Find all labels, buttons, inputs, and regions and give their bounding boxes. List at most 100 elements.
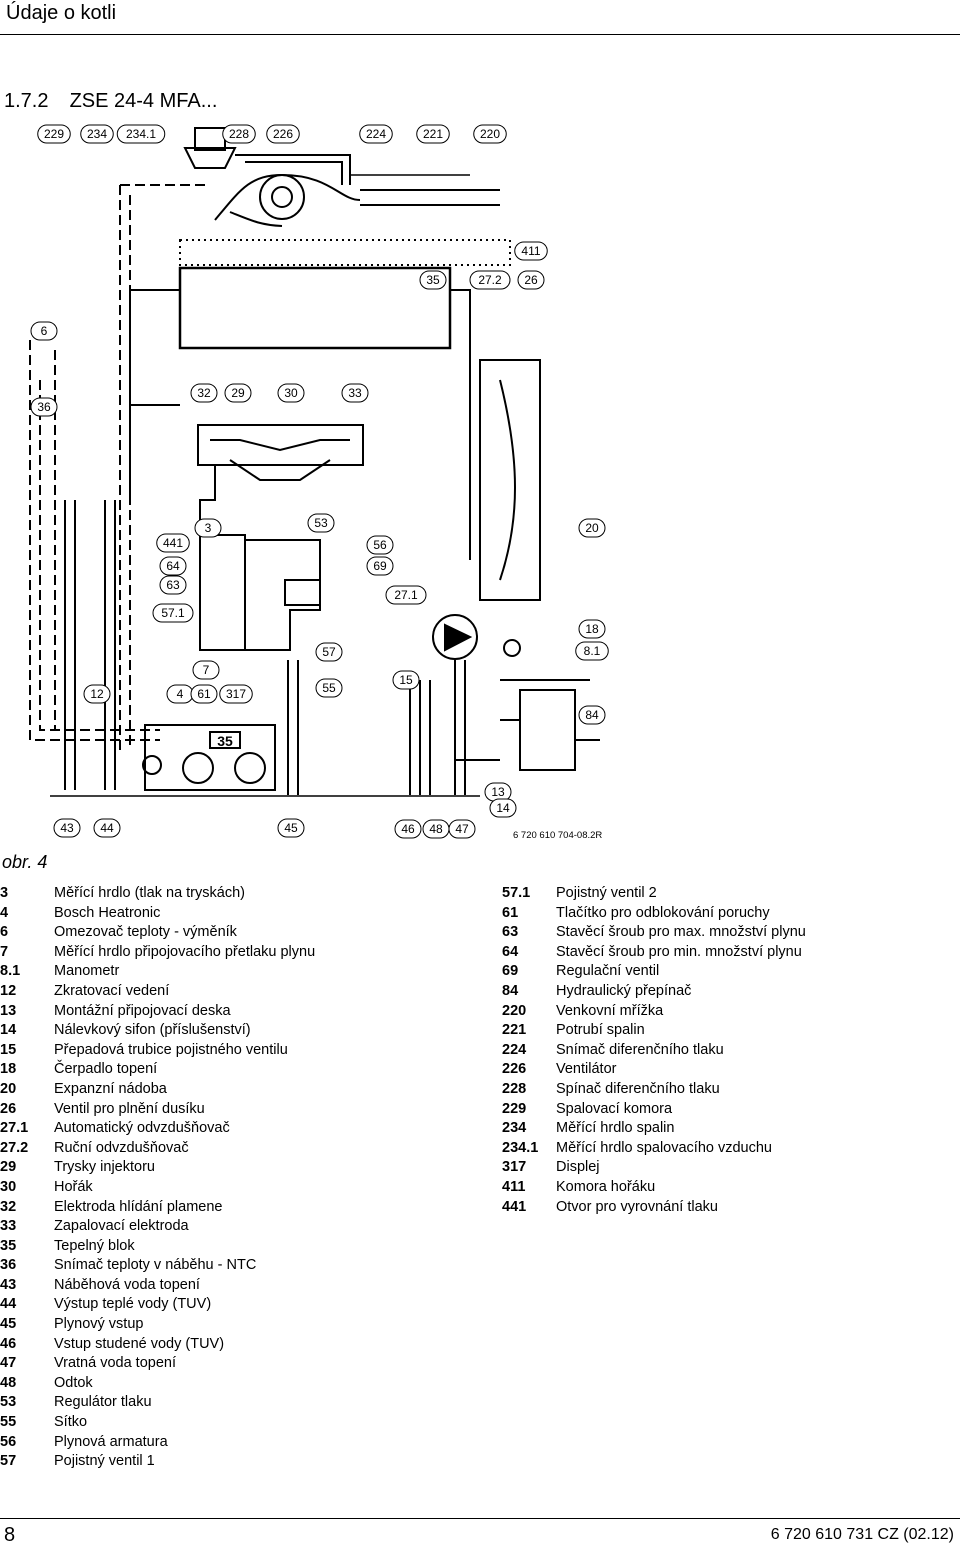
callout-bubble (416, 124, 450, 144)
legend-description: Ruční odvzdušňovač (54, 1139, 189, 1156)
callout-label: 55 (322, 681, 336, 695)
legend-key: 44 (0, 1296, 17, 1313)
callout-label: 63 (166, 578, 180, 592)
callout-bubble (53, 818, 81, 838)
footer-rule (0, 1518, 960, 1519)
callout-label: 43 (60, 821, 74, 835)
callout-bubble (315, 642, 343, 662)
pressure-regulator (284, 579, 321, 606)
callout-label: 48 (429, 822, 443, 836)
legend-description: Pojistný ventil 1 (54, 1453, 155, 1470)
legend-key: 27.1 (0, 1120, 29, 1137)
legend-key: 57 (0, 1453, 17, 1470)
callout-label: 57 (322, 645, 336, 659)
pressure-switch-body (183, 147, 237, 169)
legend-key: 57.1 (502, 885, 531, 901)
legend-description: Komora hořáku (556, 1178, 656, 1195)
legend-description: Ventil pro plnění dusíku (54, 1100, 205, 1117)
expansion-vessel (479, 359, 541, 601)
legend-description: Nálevkový sifon (příslušenství) (54, 1022, 251, 1039)
page-header: Údaje o kotli (0, 0, 960, 40)
callout-label: 29 (231, 386, 245, 400)
injector-manifold (210, 439, 350, 452)
callout-bubble (159, 575, 187, 595)
control-panel (144, 724, 276, 791)
callout-label: 3 (205, 521, 212, 535)
legend-key: 55 (0, 1414, 17, 1431)
legend-description: Měřící hrdlo spalin (556, 1120, 675, 1137)
callout-bubble (385, 585, 427, 605)
callout-label: 317 (226, 687, 246, 701)
callout-label: 12 (90, 687, 104, 701)
callout-bubble (159, 556, 187, 576)
legend-key: 84 (502, 982, 519, 999)
callout-label: 226 (273, 127, 293, 141)
legend-key: 53 (0, 1394, 17, 1411)
legend-key: 221 (502, 1022, 527, 1039)
callout-bubble (277, 383, 305, 403)
callout-label: 27.2 (478, 273, 502, 287)
legend-key: 18 (0, 1061, 17, 1078)
legend-description: Měřící hrdlo (tlak na tryskách) (54, 885, 245, 901)
legend-key: 43 (0, 1276, 17, 1293)
legend-description: Náběhová voda topení (54, 1276, 200, 1293)
legend-description: Zapalovací elektroda (54, 1218, 189, 1235)
legend-description: Elektroda hlídání plamene (54, 1198, 223, 1215)
legend-key: 64 (502, 943, 519, 960)
callout-label: 47 (455, 822, 469, 836)
diagram-code: 6 720 610 704-08.2R (513, 830, 602, 841)
callout-label: 56 (373, 538, 387, 552)
burner-chamber (179, 239, 511, 266)
callout-bubble (83, 684, 111, 704)
fan-hub (271, 186, 293, 208)
callout-bubble (190, 684, 218, 704)
callout-bubble (30, 321, 58, 341)
legend-key: 27.2 (0, 1139, 29, 1156)
pipe-45 (287, 660, 299, 795)
legend-description: Stavěcí šroub pro min. množství plynu (556, 943, 802, 960)
legend-item: 43 Náběhová voda topení (0, 1276, 470, 1296)
callout-bubble (578, 518, 606, 538)
callout-label: 64 (166, 559, 180, 573)
pipe-47 (454, 660, 466, 795)
callout-label: 13 (491, 785, 505, 799)
callout-bubble (152, 603, 194, 623)
callout-label: 36 (37, 400, 51, 414)
legend-description: Čerpadlo topení (54, 1061, 158, 1078)
callout-bubble (219, 684, 253, 704)
callout-label: 4 (177, 687, 184, 701)
legend-description: Automatický odvzdušňovač (54, 1120, 230, 1137)
legend-key: 220 (502, 1002, 527, 1019)
burner (197, 424, 364, 466)
page-footer: 8 6 720 610 731 CZ (02.12) (0, 1510, 960, 1559)
callout-bubble (366, 535, 394, 555)
callout-bubble (489, 798, 517, 818)
callout-bubble (192, 660, 220, 680)
callout-bubble (93, 818, 121, 838)
footer-doc-code: 6 720 610 731 CZ (02.12) (770, 1526, 954, 1543)
pipe-43 (64, 500, 76, 790)
fan (259, 174, 305, 220)
knob-dhw (234, 752, 266, 784)
flue-line-1 (235, 154, 351, 185)
callout-bubble (469, 270, 511, 290)
legend-key: 29 (0, 1159, 17, 1176)
pressure-switch (194, 127, 226, 151)
short-circuit-line-2 (39, 380, 160, 731)
legend-description: Plynová armatura (54, 1433, 168, 1450)
